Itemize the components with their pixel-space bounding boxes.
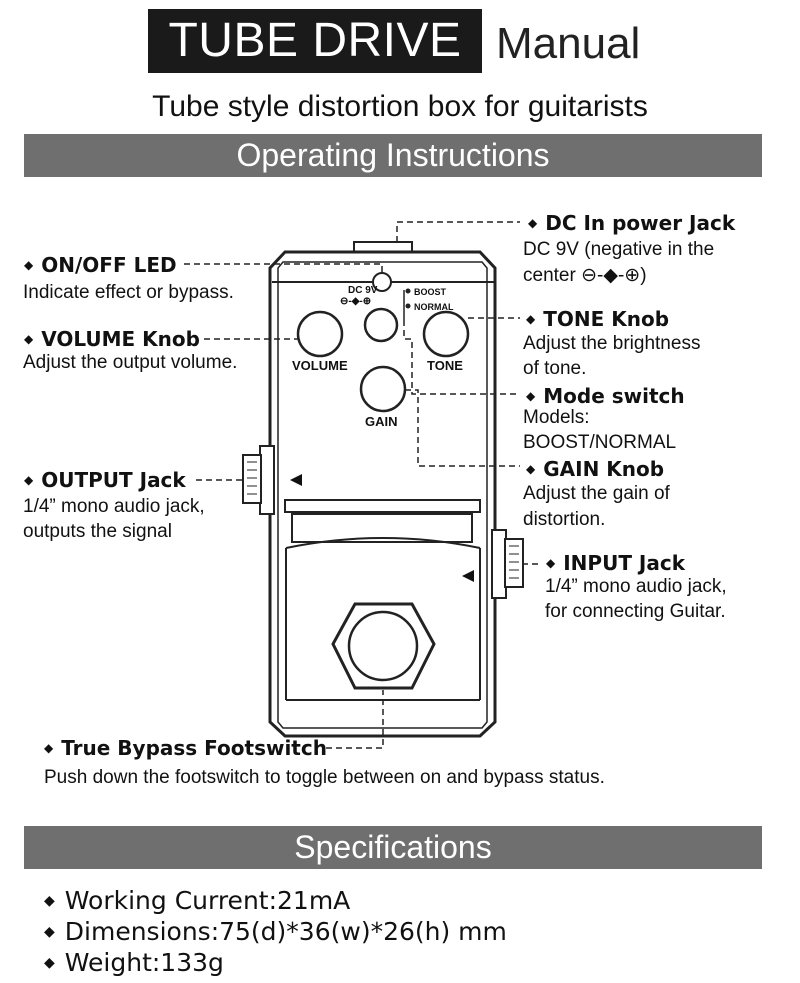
led-indicator (372, 272, 392, 292)
callout-footswitch-label: ◆True Bypass Footswitch (44, 736, 327, 760)
volume-knob-label: VOLUME (292, 358, 348, 373)
callout-gain-label: ◆GAIN Knob (526, 457, 665, 481)
callout-tone-label: ◆TONE Knob (526, 307, 670, 331)
tone-knob (422, 310, 470, 358)
output-jack-housing (259, 445, 275, 515)
polarity-symbol: ⊖-◆-⊕ (340, 296, 371, 307)
mode-switch (363, 307, 399, 343)
callout-input-desc-2: for connecting Guitar. (545, 601, 726, 622)
section-operating-instructions: Operating Instructions (24, 134, 762, 177)
subtitle: Tube style distortion box for guitarists (152, 90, 648, 123)
gain-knob (359, 365, 407, 413)
footswitch (347, 610, 419, 682)
callout-output-desc-1: 1/4” mono audio jack, (23, 496, 205, 517)
callout-output-desc-2: outputs the signal (23, 521, 172, 542)
pedal-body (268, 250, 497, 738)
input-jack-nut (504, 538, 524, 588)
callout-footswitch-desc: Push down the footswitch to toggle betwe… (44, 767, 605, 788)
output-arrow-icon (290, 474, 302, 486)
boost-label: BOOST (414, 287, 447, 297)
callout-tone-desc-2: of tone. (523, 358, 587, 379)
callout-dc-desc-2: center ⊖-◆-⊕) (523, 265, 647, 286)
panel-step (284, 499, 481, 513)
panel-groove (291, 513, 473, 543)
dc-label: DC 9V (348, 285, 378, 296)
callout-led-desc: Indicate effect or bypass. (23, 282, 234, 303)
callout-input-desc-1: 1/4” mono audio jack, (545, 576, 727, 597)
input-arrow-icon (462, 570, 474, 582)
output-jack-nut (242, 454, 262, 504)
callout-tone-desc-1: Adjust the brightness (523, 333, 701, 354)
callout-mode-desc-1: Models: (523, 407, 590, 428)
title-suffix: Manual (496, 19, 641, 68)
volume-knob (296, 310, 344, 358)
section-specifications: Specifications (24, 826, 762, 869)
tone-knob-label: TONE (427, 358, 463, 373)
leader-led (184, 263, 383, 272)
spec-item: ◆Weight:133g (44, 948, 224, 977)
callout-gain-desc-1: Adjust the gain of (523, 483, 670, 504)
spec-item: ◆Dimensions:75(d)*36(w)*26(h) mm (44, 917, 507, 946)
callout-output-label: ◆OUTPUT Jack (24, 468, 186, 492)
callout-dc-label: ◆DC In power Jack (528, 211, 736, 235)
leader-mode (403, 320, 520, 395)
normal-label: NORMAL (414, 302, 454, 312)
switch-plate-edge (285, 537, 481, 549)
callout-mode-desc-2: BOOST/NORMAL (523, 432, 677, 453)
input-jack-housing (491, 529, 507, 599)
callout-input-label: ◆INPUT Jack (546, 551, 686, 575)
leader-gain (405, 389, 520, 467)
spec-item: ◆Working Current:21mA (44, 886, 351, 915)
callout-mode-label: ◆Mode switch (526, 384, 685, 408)
pedal-body-inner (277, 261, 488, 729)
callout-gain-desc-2: distortion. (523, 509, 606, 530)
leader-footswitch (326, 690, 384, 749)
callout-volume-desc: Adjust the output volume. (23, 352, 238, 373)
callout-dc-desc-1: DC 9V (negative in the (523, 239, 715, 260)
gain-knob-label: GAIN (365, 414, 398, 429)
title-box: TUBE DRIVE (148, 9, 482, 73)
callout-led-label: ◆ON/OFF LED (24, 253, 177, 277)
callout-volume-label: ◆VOLUME Knob (24, 327, 200, 351)
leader-dc (396, 221, 520, 242)
